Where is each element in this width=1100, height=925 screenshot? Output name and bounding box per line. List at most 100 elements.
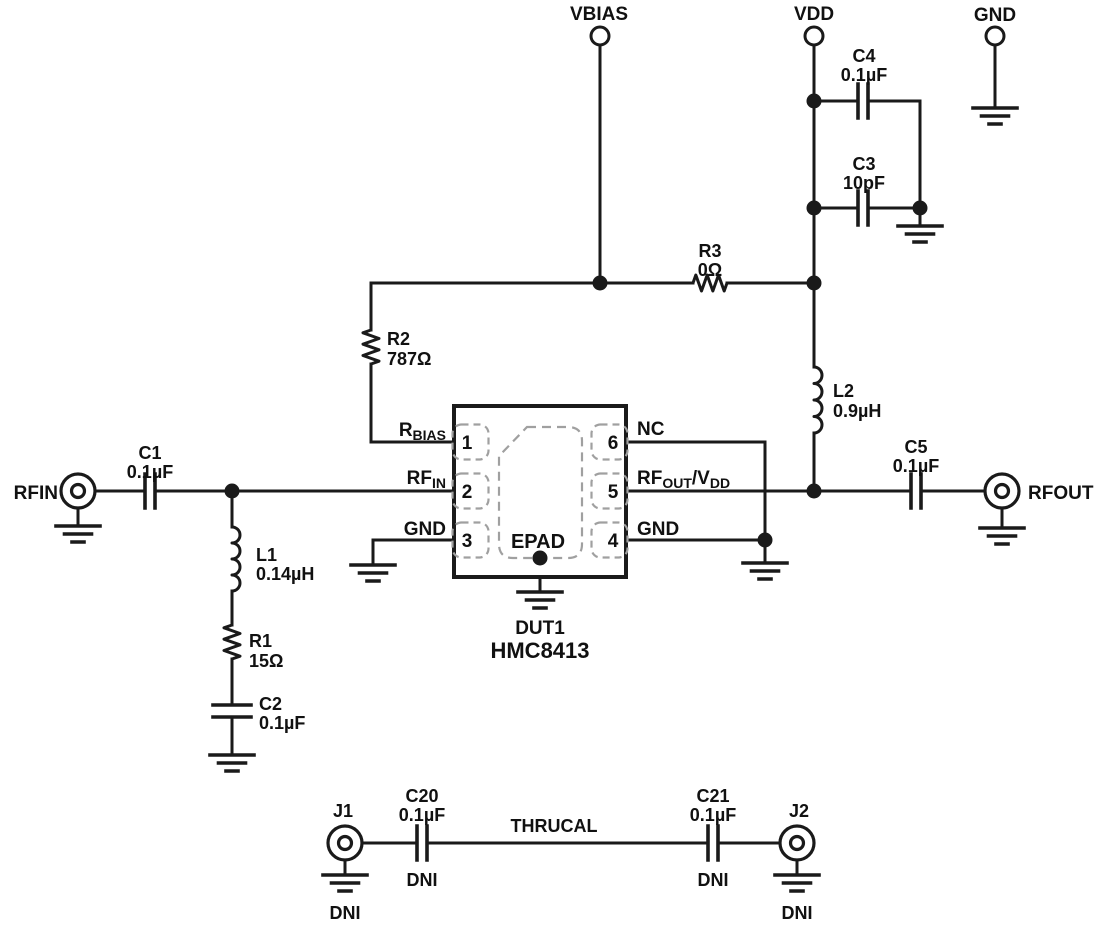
j2-label: J2 bbox=[789, 801, 809, 821]
capacitor-c21: C21 0.1µF DNI bbox=[690, 786, 736, 890]
c20-ref: C20 bbox=[405, 786, 438, 806]
vdd-terminal-circle bbox=[803, 25, 825, 47]
c21-ref: C21 bbox=[696, 786, 729, 806]
l2-ref: L2 bbox=[833, 381, 854, 401]
ground-symbol bbox=[54, 524, 102, 544]
epad-label: EPAD bbox=[511, 531, 565, 553]
c21-plates bbox=[706, 824, 720, 862]
pin2-pad bbox=[451, 472, 490, 510]
r1-zigzag bbox=[222, 623, 242, 661]
junction-dot bbox=[806, 483, 822, 499]
rfout-label: RFOUT bbox=[1028, 483, 1094, 504]
pin6-number: 6 bbox=[608, 433, 619, 454]
r3-ref: R3 bbox=[698, 241, 721, 261]
c20-dni-note: DNI bbox=[407, 870, 438, 890]
epad-pin-dot bbox=[532, 550, 548, 566]
pin3-pad bbox=[451, 521, 490, 559]
junction-dot bbox=[806, 93, 822, 109]
vdd-label: VDD bbox=[794, 4, 834, 25]
dut-chip: EPAD 1 2 3 6 5 4 RBIAS RFIN GND NC RFOUT… bbox=[399, 404, 730, 663]
capacitor-c5: C5 0.1µF bbox=[893, 437, 939, 510]
c1-ref: C1 bbox=[138, 443, 161, 463]
c4-ref: C4 bbox=[852, 46, 875, 66]
c21-value: 0.1µF bbox=[690, 805, 736, 825]
connector-j1: J1 DNI bbox=[326, 801, 364, 923]
ground-symbols bbox=[54, 106, 1026, 893]
junction-dots bbox=[224, 93, 928, 548]
capacitor-c20: C20 0.1µF DNI bbox=[399, 786, 445, 890]
c21-dni-note: DNI bbox=[698, 870, 729, 890]
junction-dot bbox=[912, 200, 928, 216]
thrucal-label: THRUCAL bbox=[511, 816, 598, 836]
c5-value: 0.1µF bbox=[893, 456, 939, 476]
capacitor-c4: C4 0.1µF bbox=[841, 46, 887, 120]
r2-value: 787Ω bbox=[387, 349, 431, 369]
l1-value: 0.14µH bbox=[256, 564, 314, 584]
r3-value: 0Ω bbox=[698, 260, 722, 280]
c1-value: 0.1µF bbox=[127, 462, 173, 482]
junction-dot bbox=[592, 275, 608, 291]
resistor-r2: R2 787Ω bbox=[361, 328, 431, 369]
ground-symbol bbox=[971, 106, 1019, 126]
c3-value: 10pF bbox=[843, 173, 885, 193]
junction-dot bbox=[806, 200, 822, 216]
dut-ref: DUT1 bbox=[515, 618, 565, 639]
pin5-number: 5 bbox=[608, 482, 619, 503]
terminal-gnd: GND bbox=[974, 5, 1016, 47]
connector-j2: J2 DNI bbox=[778, 801, 816, 923]
ground-symbol bbox=[773, 873, 821, 893]
j1-inner-circle bbox=[336, 834, 354, 852]
vbias-terminal-circle bbox=[589, 25, 611, 47]
capacitor-c3: C3 10pF bbox=[843, 154, 885, 227]
ground-symbol bbox=[208, 753, 256, 773]
pin5-name: RFOUT/VDD bbox=[637, 468, 730, 491]
resistor-r1: R1 15Ω bbox=[222, 623, 283, 671]
c20-value: 0.1µF bbox=[399, 805, 445, 825]
terminal-vbias: VBIAS bbox=[570, 4, 628, 47]
dut-body bbox=[452, 404, 628, 579]
pin4-name: GND bbox=[637, 519, 679, 540]
pin4-pad bbox=[590, 521, 629, 559]
gnd-terminal-circle bbox=[984, 25, 1006, 47]
c5-ref: C5 bbox=[904, 437, 927, 457]
ground-symbol bbox=[741, 561, 789, 581]
l2-value: 0.9µH bbox=[833, 401, 881, 421]
ground-symbol bbox=[896, 224, 944, 244]
wires bbox=[76, 43, 1004, 877]
r1-ref: R1 bbox=[249, 631, 272, 651]
pin5-pad bbox=[590, 472, 629, 510]
ground-symbol bbox=[516, 590, 564, 610]
terminal-vdd: VDD bbox=[794, 4, 834, 47]
pin4-number: 4 bbox=[608, 531, 619, 552]
j2-inner-circle bbox=[788, 834, 806, 852]
junction-dot bbox=[806, 275, 822, 291]
j1-label: J1 bbox=[333, 801, 353, 821]
pin2-number: 2 bbox=[462, 482, 473, 503]
l1-coil bbox=[230, 525, 242, 593]
r1-value: 15Ω bbox=[249, 651, 283, 671]
epad-outline bbox=[497, 425, 584, 560]
pin3-number: 3 bbox=[462, 531, 473, 552]
l2-coil bbox=[812, 365, 824, 435]
c4-value: 0.1µF bbox=[841, 65, 887, 85]
j2-dni-note: DNI bbox=[782, 903, 813, 923]
ground-symbol bbox=[321, 873, 369, 893]
resistor-r3: R3 0Ω bbox=[691, 241, 729, 293]
ground-symbol bbox=[349, 563, 397, 583]
rfin-label: RFIN bbox=[14, 483, 58, 504]
pin1-pad bbox=[451, 423, 490, 461]
thrucal-path: J1 DNI THRUCAL J2 DNI bbox=[326, 801, 816, 923]
capacitor-c2: C2 0.1µF bbox=[211, 694, 305, 733]
gnd-label: GND bbox=[974, 5, 1016, 26]
junction-dot bbox=[224, 483, 240, 499]
c2-plates bbox=[211, 703, 253, 719]
c1-plates bbox=[143, 472, 157, 510]
pin6-pad bbox=[590, 423, 629, 461]
j1-dni-note: DNI bbox=[330, 903, 361, 923]
r3-zigzag bbox=[691, 273, 729, 293]
c3-plates bbox=[856, 189, 870, 227]
l1-ref: L1 bbox=[256, 545, 277, 565]
r2-ref: R2 bbox=[387, 329, 410, 349]
connector-rfin: RFIN bbox=[14, 472, 97, 510]
